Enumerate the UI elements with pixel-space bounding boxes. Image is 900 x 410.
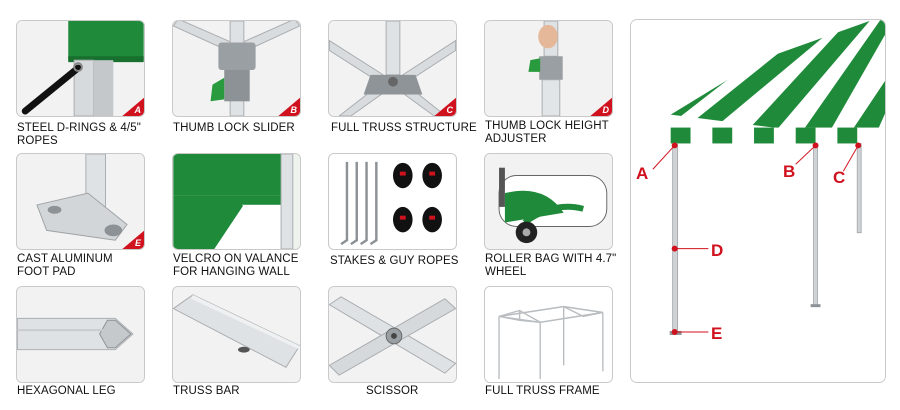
tent-diagram-panel: A B C D E (630, 19, 886, 383)
tent-label-c: C (833, 168, 846, 187)
tent-label-b: B (783, 162, 796, 181)
tile-stakes-guy-ropes (328, 153, 457, 250)
badge-a: A (120, 96, 144, 116)
badge-c: C (432, 96, 456, 116)
caption-height-adjuster: THUMB LOCK HEIGHT ADJUSTER (485, 120, 609, 145)
tent-overview-image (631, 20, 885, 382)
caption-full-truss-frame: FULL TRUSS FRAME (485, 385, 600, 397)
badge-d: D (588, 96, 612, 116)
caption-steel-d-rings: STEEL D-RINGS & 4/5"ROPES (17, 122, 141, 147)
tile-full-truss-structure: C (328, 20, 457, 117)
thumb-lock-slider-image (173, 21, 300, 116)
caption-hexagonal-leg: HEXAGONAL LEG (17, 385, 116, 397)
caption-full-truss-structure: FULL TRUSS STRUCTURE (331, 122, 477, 134)
truss-bar-image (173, 287, 300, 382)
stakes-guy-ropes-image (329, 154, 456, 249)
tile-full-truss-frame (484, 286, 613, 383)
roller-bag-image (485, 154, 612, 249)
caption-truss-bar: TRUSS BAR (173, 385, 240, 397)
tile-hexagonal-leg (16, 286, 145, 383)
tile-cast-aluminum-foot-pad: E (16, 153, 145, 250)
caption-stakes-guy-ropes: STAKES & GUY ROPES (330, 255, 459, 267)
hexagonal-leg-image (17, 287, 144, 382)
scissor-image (329, 287, 456, 382)
velcro-valance-image (173, 154, 300, 249)
height-adjuster-image (485, 21, 612, 116)
tile-velcro-valance (172, 153, 301, 250)
tile-scissor (328, 286, 457, 383)
caption-scissor: SCISSOR (366, 385, 419, 397)
tile-steel-d-rings: A (16, 20, 145, 117)
tile-roller-bag (484, 153, 613, 250)
caption-roller-bag: ROLLER BAG WITH 4.7"WHEEL (485, 253, 617, 278)
full-truss-structure-image (329, 21, 456, 116)
foot-pad-image (17, 154, 144, 249)
tent-label-d: D (711, 241, 724, 260)
badge-e: E (120, 229, 144, 249)
caption-thumb-lock-slider: THUMB LOCK SLIDER (173, 122, 295, 134)
tile-thumb-lock-height-adjuster: D (484, 20, 613, 117)
tent-label-a: A (636, 164, 649, 183)
tent-label-e: E (711, 324, 723, 343)
d-ring-rope-image (17, 21, 144, 116)
full-truss-frame-image (485, 287, 612, 382)
badge-b: B (276, 96, 300, 116)
tile-thumb-lock-slider: B (172, 20, 301, 117)
tile-truss-bar (172, 286, 301, 383)
